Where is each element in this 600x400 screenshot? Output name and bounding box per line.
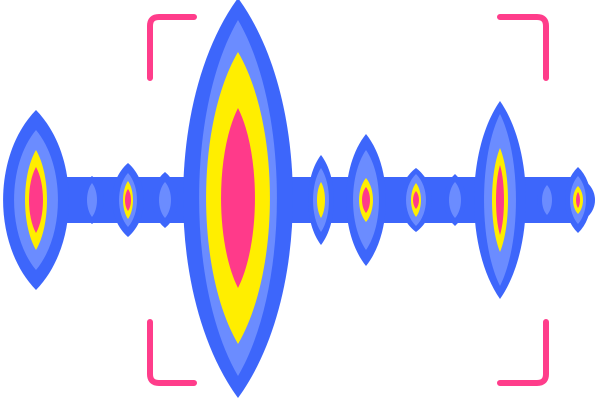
- wave-11-inner-layer: [542, 185, 552, 215]
- bracket-bottom-left: [147, 319, 197, 386]
- bracket-bottom-right: [497, 319, 549, 386]
- wave-5-pink-layer: [221, 108, 255, 288]
- bracket-top-right: [497, 14, 549, 81]
- bracket-top-left: [147, 14, 197, 81]
- wave-1-pink-layer: [29, 167, 43, 233]
- wave-4-inner-layer: [159, 182, 171, 218]
- wave-10-pink-layer: [496, 165, 504, 235]
- wave-9-inner-layer: [449, 182, 461, 218]
- wave-6-yellow-layer: [317, 182, 325, 218]
- wave-2-inner-layer: [87, 183, 97, 217]
- wave-12-pink-layer: [576, 192, 580, 208]
- wave-7-pink-layer: [362, 187, 370, 213]
- wave-8-pink-layer: [413, 191, 419, 209]
- wave-3-pink-layer: [125, 189, 131, 211]
